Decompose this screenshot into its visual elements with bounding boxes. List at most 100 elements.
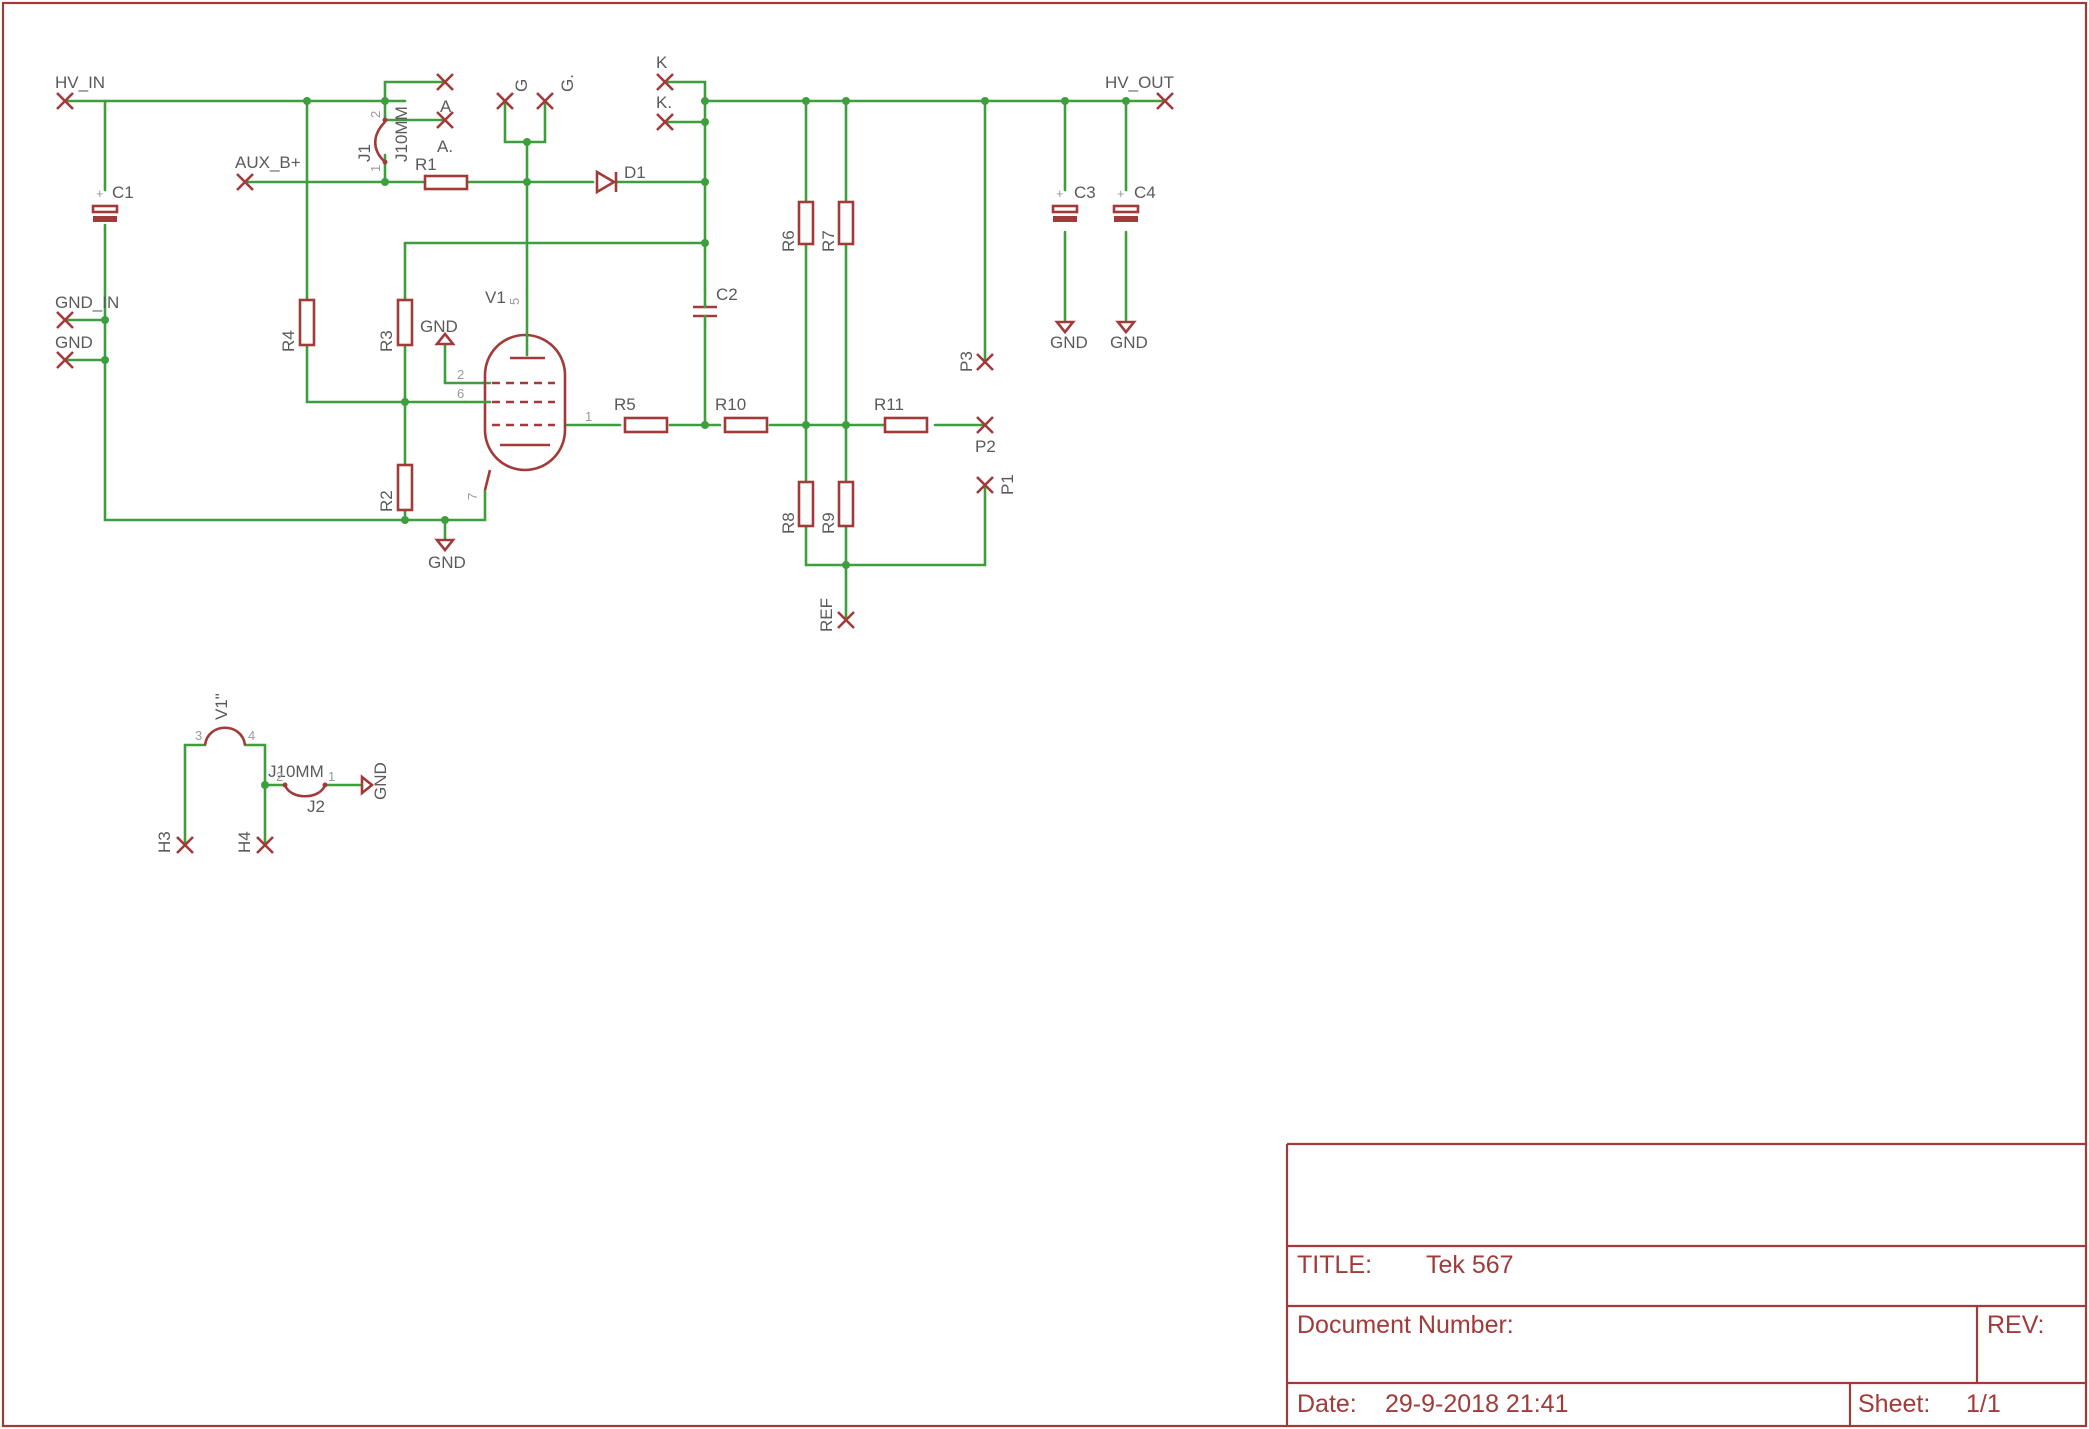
- tube-v1: [463, 288, 567, 491]
- label-gnd-j2: GND: [371, 762, 390, 800]
- pin-v1-2: 2: [457, 367, 464, 382]
- r9-body: [837, 480, 855, 528]
- label-c1: C1: [112, 183, 134, 202]
- r5-body: [623, 416, 669, 434]
- a-x-icon: [436, 73, 454, 91]
- label-r9: R9: [819, 512, 838, 534]
- pin-j2-2: 2: [276, 769, 283, 784]
- label-k2: K.: [656, 93, 672, 112]
- hv-out-x-icon: [1156, 92, 1174, 110]
- label-r6: R6: [779, 230, 798, 252]
- r4-body: [298, 298, 316, 347]
- k2-x-icon: [656, 113, 674, 131]
- diode-d1: [595, 169, 618, 195]
- sheet-label: Sheet:: [1858, 1390, 1930, 1418]
- title-block: TITLE: Tek 567 Document Number: REV: Dat…: [1285, 1142, 2086, 1426]
- label-j2: J2: [307, 797, 325, 816]
- label-c2: C2: [716, 285, 738, 304]
- label-r7: R7: [819, 230, 838, 252]
- gnd-c4-icon: [1115, 320, 1137, 335]
- pin-j1-1: 1: [368, 165, 383, 172]
- gnd-tube-icon: [434, 331, 456, 346]
- resistors: [298, 174, 929, 528]
- p1-x-icon: [976, 476, 994, 494]
- pin-c3-plus: +: [1056, 186, 1064, 201]
- rev-label: REV:: [1987, 1311, 2044, 1339]
- label-h3: H3: [155, 831, 174, 853]
- gnd-in-x-icon: [56, 311, 74, 329]
- label-gnd-c4: GND: [1110, 333, 1148, 352]
- pin-j2-1: 1: [328, 769, 335, 784]
- r10-body: [723, 416, 769, 434]
- label-k: K: [656, 53, 668, 72]
- label-r8: R8: [779, 512, 798, 534]
- labels: HV_IN HV_OUT GND_IN GND AUX_B+ A A. K K.…: [55, 53, 1174, 853]
- label-c4: C4: [1134, 183, 1156, 202]
- label-g: G: [512, 79, 531, 92]
- date-value: 29-9-2018 21:41: [1385, 1390, 1568, 1418]
- pin-v1b-4: 4: [248, 728, 255, 743]
- label-v1b: V1": [212, 693, 231, 720]
- title-value: Tek 567: [1426, 1251, 1514, 1279]
- r3-body: [396, 298, 414, 347]
- label-gnd-in: GND_IN: [55, 293, 119, 312]
- r2-body: [396, 463, 414, 512]
- ref-x-icon: [837, 611, 855, 629]
- label-r2: R2: [377, 490, 396, 512]
- h3-x-icon: [176, 836, 194, 854]
- label-aux: AUX_B+: [235, 153, 301, 172]
- label-r5: R5: [614, 395, 636, 414]
- junctions: [101, 97, 1130, 789]
- k-x-icon: [656, 73, 674, 91]
- g2-x-icon: [536, 92, 554, 110]
- label-p2: P2: [975, 437, 996, 456]
- r7-body: [837, 200, 855, 246]
- capacitors: [91, 204, 1140, 327]
- a2-x-icon: [436, 111, 454, 129]
- pin-c4-plus: +: [1117, 186, 1125, 201]
- gnd-bottom-icon: [434, 538, 456, 553]
- pin-c1-plus: +: [96, 186, 104, 201]
- doc-number-label: Document Number:: [1297, 1311, 1514, 1339]
- jumper-j2: [282, 782, 328, 798]
- r8-body: [797, 480, 815, 528]
- label-hv-out: HV_OUT: [1105, 73, 1174, 92]
- gnd-c3-icon: [1054, 320, 1076, 335]
- g-x-icon: [496, 92, 514, 110]
- label-j1-value: J10MM: [392, 106, 411, 162]
- connector-marks: [56, 73, 1174, 854]
- label-d1: D1: [624, 163, 646, 182]
- label-gnd-bottom: GND: [428, 553, 466, 572]
- label-a: A: [440, 97, 452, 116]
- tube-heater-v1b: [203, 726, 247, 746]
- aux-x-icon: [236, 173, 254, 191]
- jumper-j1: [373, 117, 388, 165]
- p2-x-icon: [976, 416, 994, 434]
- hv-in-x-icon: [56, 92, 74, 110]
- label-r4: R4: [279, 330, 298, 352]
- label-v1: V1: [485, 288, 506, 307]
- title-label: TITLE:: [1297, 1251, 1372, 1279]
- label-gnd: GND: [55, 333, 93, 352]
- label-r1: R1: [415, 155, 437, 174]
- label-r10: R10: [715, 395, 746, 414]
- label-a2: A.: [437, 137, 453, 156]
- label-p3: P3: [957, 351, 976, 372]
- gnd-x-icon: [56, 351, 74, 369]
- gnd-j2-icon: [360, 774, 375, 796]
- label-r3: R3: [377, 330, 396, 352]
- pin-v1-7: 7: [465, 493, 480, 500]
- pin-v1-6: 6: [457, 386, 464, 401]
- pin-v1-5: 5: [507, 298, 522, 305]
- pin-v1-1: 1: [585, 409, 592, 424]
- r1-body: [423, 174, 469, 191]
- pin-j1-2: 2: [368, 111, 383, 118]
- label-p1: P1: [998, 474, 1017, 495]
- p3-x-icon: [976, 353, 994, 371]
- label-ref: REF: [817, 598, 836, 632]
- label-c3: C3: [1074, 183, 1096, 202]
- r11-body: [883, 416, 929, 434]
- h4-x-icon: [256, 836, 274, 854]
